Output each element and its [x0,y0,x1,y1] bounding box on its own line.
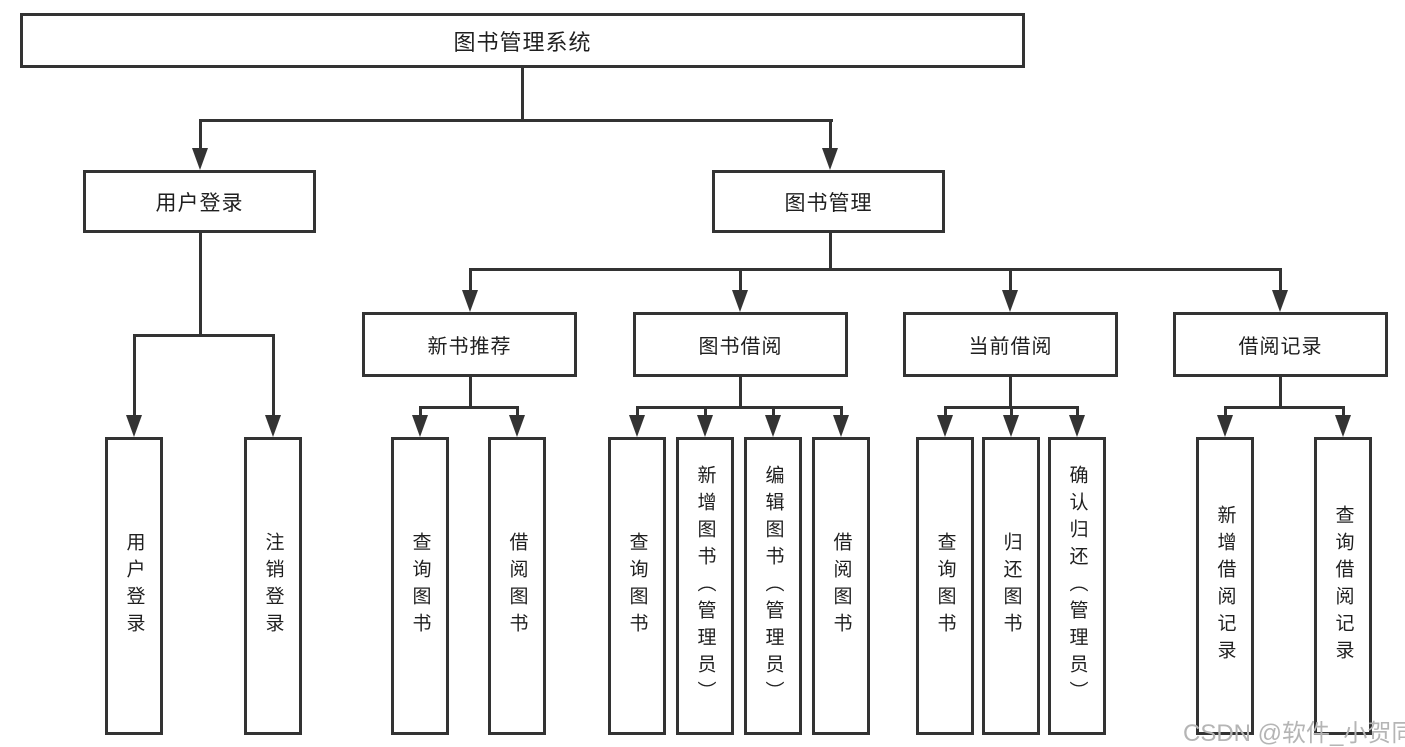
leaf-bb-edit-books-admin-label: 编辑图书（管理员） [762,464,784,708]
connector-book-borrow-stem [739,377,742,408]
leaf-br-query-record-label: 查询借阅记录 [1332,505,1354,667]
arrowhead-br-query [1335,415,1351,437]
connector-drop-leaf-logout [272,334,275,416]
leaf-cb-query-books: 查询图书 [916,437,974,735]
leaf-br-add-record-label: 新增借阅记录 [1214,505,1236,667]
leaf-br-query-record: 查询借阅记录 [1314,437,1372,735]
node-current-borrow-label: 当前借阅 [968,336,1053,358]
connector-drop-br-add [1224,406,1227,417]
connector-drop-book-borrow [739,268,742,292]
leaf-bb-query-books: 查询图书 [608,437,666,735]
leaf-user-login: 用户登录 [105,437,163,735]
arrowhead-current-borrow [1002,290,1018,312]
arrowhead-bb-edit [765,415,781,437]
connector-drop-bb-edit [772,406,775,417]
arrowhead-bb-add [697,415,713,437]
connector-drop-user-login [199,119,202,151]
connector-user-login-stem [199,233,202,335]
node-current-borrow: 当前借阅 [903,312,1118,377]
leaf-cb-confirm-return-admin-label: 确认归还（管理员） [1066,464,1088,708]
connector-current-borrow-stem [1009,377,1012,408]
connector-root-stem [521,68,524,121]
leaf-bb-query-books-label: 查询图书 [626,532,648,640]
node-user-login: 用户登录 [83,170,316,233]
leaf-user-login-label: 用户登录 [123,532,145,640]
connector-book-mgmt-hbar [469,268,1282,271]
leaf-logout-label: 注销登录 [262,532,284,640]
node-book-mgmt-label: 图书管理 [784,191,873,215]
node-new-book-rec-label: 新书推荐 [427,336,512,358]
arrowhead-bb-borrow [833,415,849,437]
node-new-book-rec: 新书推荐 [362,312,577,377]
connector-borrow-record-hbar [1224,406,1344,409]
arrowhead-br-add [1217,415,1233,437]
node-book-borrow-label: 图书借阅 [698,336,783,358]
arrowhead-leaf-login [126,415,142,437]
connector-drop-nbr-borrow [516,406,519,417]
arrowhead-cb-return [1003,415,1019,437]
arrowhead-leaf-logout [265,415,281,437]
root-node-label: 图书管理系统 [453,29,592,55]
csdn-watermark: CSDN @软件_小贺同学 [1183,720,1405,747]
leaf-br-add-record: 新增借阅记录 [1196,437,1254,735]
leaf-cb-confirm-return-admin: 确认归还（管理员） [1048,437,1106,735]
node-book-borrow: 图书借阅 [633,312,848,377]
leaf-bb-edit-books-admin: 编辑图书（管理员） [744,437,802,735]
connector-user-login-hbar [133,334,275,337]
connector-drop-leaf-login [133,334,136,416]
arrowhead-nbr-borrow [509,415,525,437]
root-node-library-system: 图书管理系统 [20,13,1025,68]
connector-drop-br-query [1342,406,1345,417]
leaf-cb-return-books-label: 归还图书 [1000,532,1022,640]
leaf-bb-borrow-books-label: 借阅图书 [830,532,852,640]
leaf-cb-query-books-label: 查询图书 [934,532,956,640]
connector-new-book-rec-stem [469,377,472,408]
leaf-cb-return-books: 归还图书 [982,437,1040,735]
connector-drop-borrow-record [1279,268,1282,292]
leaf-bb-add-books-admin: 新增图书（管理员） [676,437,734,735]
connector-drop-new-book-rec [469,268,472,292]
connector-borrow-record-stem [1279,377,1282,408]
connector-drop-cb-confirm [1076,406,1079,417]
connector-drop-bb-borrow [840,406,843,417]
connector-new-book-rec-hbar [419,406,519,409]
node-book-mgmt: 图书管理 [712,170,945,233]
connector-drop-cb-query [944,406,947,417]
node-user-login-label: 用户登录 [155,191,244,215]
leaf-nbr-query-books-label: 查询图书 [409,532,431,640]
leaf-nbr-borrow-books-label: 借阅图书 [506,532,528,640]
leaf-bb-add-books-admin-label: 新增图书（管理员） [694,464,716,708]
connector-drop-bb-add [704,406,707,417]
node-borrow-record-label: 借阅记录 [1238,336,1323,358]
arrowhead-book-mgmt [822,148,838,170]
node-borrow-record: 借阅记录 [1173,312,1388,377]
connector-drop-cb-return [1010,406,1013,417]
leaf-nbr-query-books: 查询图书 [391,437,449,735]
connector-drop-bb-query [636,406,639,417]
arrowhead-borrow-record [1272,290,1288,312]
leaf-bb-borrow-books: 借阅图书 [812,437,870,735]
arrowhead-book-borrow [732,290,748,312]
arrowhead-bb-query [629,415,645,437]
leaf-logout: 注销登录 [244,437,302,735]
arrowhead-cb-query [937,415,953,437]
leaf-nbr-borrow-books: 借阅图书 [488,437,546,735]
arrowhead-user-login [192,148,208,170]
connector-drop-book-mgmt [829,119,832,151]
connector-book-borrow-hbar [636,406,842,409]
connector-root-hbar [199,119,833,122]
arrowhead-new-book-rec [462,290,478,312]
connector-drop-nbr-query [419,406,422,417]
arrowhead-nbr-query [412,415,428,437]
connector-drop-current-borrow [1009,268,1012,292]
connector-book-mgmt-stem [829,233,832,271]
arrowhead-cb-confirm [1069,415,1085,437]
